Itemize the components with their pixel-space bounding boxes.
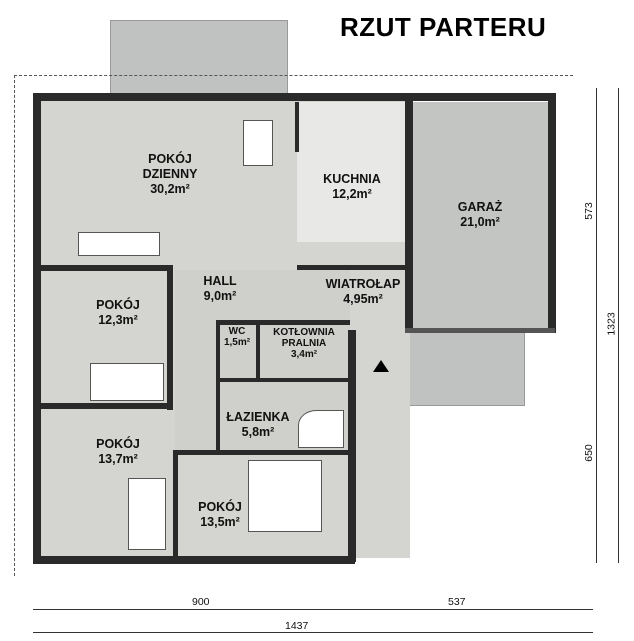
room-label-kotlownia: KOTŁOWNIA PRALNIA 3,4m² <box>260 327 348 360</box>
room-area: 12,2m² <box>332 187 372 201</box>
wall <box>256 320 260 380</box>
room-name: HALL <box>203 274 237 288</box>
wall <box>348 330 356 562</box>
wall <box>33 403 173 409</box>
room-label-pokoj-3: POKÓJ 13,5m² <box>180 500 260 530</box>
dim-right-bottom: 650 <box>582 444 595 462</box>
dimension-line <box>33 609 593 610</box>
wall <box>548 93 556 333</box>
wall <box>167 265 173 410</box>
room-name: WIATROŁAP <box>325 277 401 291</box>
room-name: GARAŻ <box>457 200 503 214</box>
room-name: POKÓJ <box>96 437 140 451</box>
plan-title: RZUT PARTERU <box>340 12 547 42</box>
room-label-pokoj-2: POKÓJ 13,7m² <box>78 437 158 467</box>
entrance-arrow-icon <box>373 360 389 372</box>
room-label-hall: HALL 9,0m² <box>180 274 260 304</box>
room-name: KUCHNIA <box>323 172 381 186</box>
dimension-line <box>618 88 619 563</box>
bathtub <box>298 410 344 448</box>
room-area: 3,4m² <box>290 349 318 360</box>
bed <box>90 363 164 401</box>
room-area: 13,5m² <box>200 515 240 529</box>
room-area: 21,0m² <box>460 215 500 229</box>
room-name: POKÓJ <box>96 298 140 312</box>
wall <box>33 93 555 101</box>
dining-table <box>243 120 273 166</box>
sofa <box>78 232 160 256</box>
wall <box>173 450 178 560</box>
room-name: ŁAZIENKA <box>226 410 290 424</box>
wall <box>216 320 220 452</box>
room-label-lazienka: ŁAZIENKA 5,8m² <box>218 410 298 440</box>
dim-bottom-total: 1437 <box>285 620 309 632</box>
wall <box>295 102 299 152</box>
wall <box>33 556 355 564</box>
wall <box>216 378 350 382</box>
dim-right-top: 573 <box>582 202 595 220</box>
roof-outline <box>14 75 573 576</box>
room-label-kuchnia: KUCHNIA 12,2m² <box>312 172 392 202</box>
terrace-top <box>110 20 288 94</box>
wall <box>405 93 413 333</box>
wall <box>297 265 407 270</box>
wall <box>33 93 41 563</box>
dim-bottom-right: 537 <box>448 596 466 608</box>
room-area: 13,7m² <box>98 452 138 466</box>
room-name: KOTŁOWNIA <box>273 327 335 338</box>
dimension-line <box>33 632 593 633</box>
room-area: 12,3m² <box>98 313 138 327</box>
room-label-pokoj-dzienny: POKÓJ DZIENNY 30,2m² <box>130 152 210 197</box>
room-name: DZIENNY <box>142 167 198 181</box>
room-label-wc: WC 1,5m² <box>218 326 256 348</box>
kitchen-floor <box>297 102 409 242</box>
wall <box>173 450 353 455</box>
dim-bottom-left: 900 <box>192 596 210 608</box>
room-name: POKÓJ <box>148 152 192 166</box>
room-name: WC <box>228 326 246 337</box>
room-name: PRALNIA <box>281 338 327 349</box>
room-area: 4,95m² <box>343 292 383 306</box>
garage-floor <box>412 102 550 328</box>
room-area: 30,2m² <box>150 182 190 196</box>
wall <box>33 265 173 271</box>
bed <box>128 478 166 550</box>
room-label-garaz: GARAŻ 21,0m² <box>440 200 520 230</box>
bed <box>248 460 322 532</box>
room-label-pokoj-1: POKÓJ 12,3m² <box>78 298 158 328</box>
room-area: 9,0m² <box>203 289 237 303</box>
dim-right-total: 1323 <box>605 312 618 336</box>
room-name: POKÓJ <box>198 500 242 514</box>
room-area: 1,5m² <box>223 337 251 348</box>
room-label-wiatrolap: WIATROŁAP 4,95m² <box>318 277 408 307</box>
room-area: 5,8m² <box>241 425 275 439</box>
wall <box>216 320 350 325</box>
wall <box>405 328 555 333</box>
dimension-line <box>596 88 597 563</box>
